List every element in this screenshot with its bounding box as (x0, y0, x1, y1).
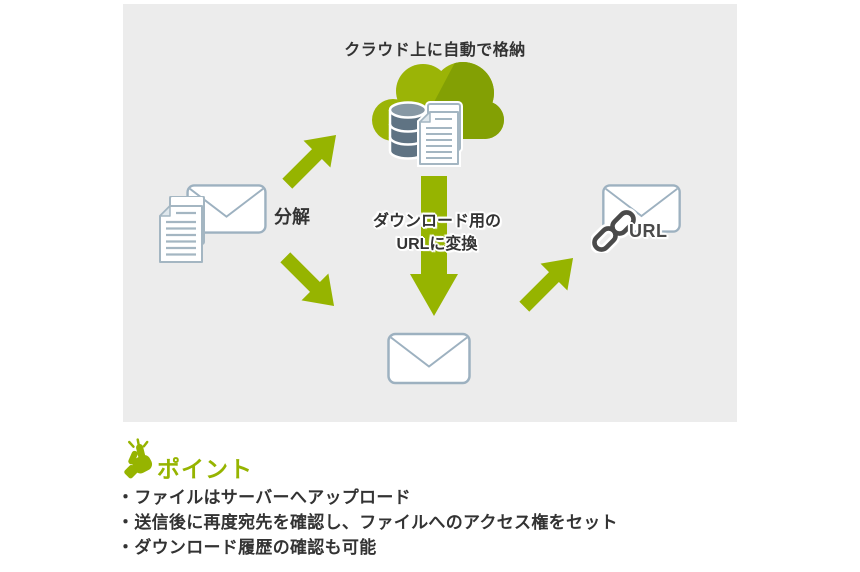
arrow-upload-to-cloud (282, 134, 337, 189)
convert-label-line2: URLに変換 (396, 236, 478, 254)
point-item-text: 送信後に再度宛先を確認し、ファイルへのアクセス権をセット (134, 513, 618, 532)
points-list: ・ファイルはサーバーへアップロード ・送信後に再度宛先を確認し、ファイルへのアク… (117, 485, 737, 560)
bullet-char: ・ (117, 538, 135, 557)
decompose-label: 分解 (274, 207, 310, 227)
cloud-storage-icon (372, 62, 504, 167)
point-item: ・ファイルはサーバーへアップロード (117, 485, 737, 510)
bullet-char: ・ (117, 513, 135, 532)
arrow-down-convert (410, 176, 458, 316)
arrow-split-to-mail (280, 252, 335, 307)
convert-label: ダウンロード用の URLに変換 (352, 210, 522, 256)
database-icon (388, 101, 428, 160)
point-item: ・送信後に再度宛先を確認し、ファイルへのアクセス権をセット (117, 510, 737, 535)
point-item: ・ダウンロード履歴の確認も可能 (117, 535, 737, 560)
attachment-documents-icon (159, 196, 205, 263)
point-hand-icon (124, 438, 153, 479)
point-item-text: ダウンロード履歴の確認も可能 (134, 538, 377, 557)
convert-label-line1: ダウンロード用の (372, 213, 501, 230)
link-chain-icon (591, 207, 637, 253)
bullet-char: ・ (117, 488, 135, 507)
stored-documents-icon (417, 101, 463, 167)
result-envelope-icon (387, 332, 471, 385)
point-item-text: ファイルはサーバーへアップロード (134, 488, 411, 507)
url-label: URL (629, 221, 668, 241)
cloud-caption: クラウド上に自動で格納 (344, 42, 526, 59)
arrow-send-url-mail (519, 257, 574, 312)
points-heading: ポイント (157, 456, 253, 482)
